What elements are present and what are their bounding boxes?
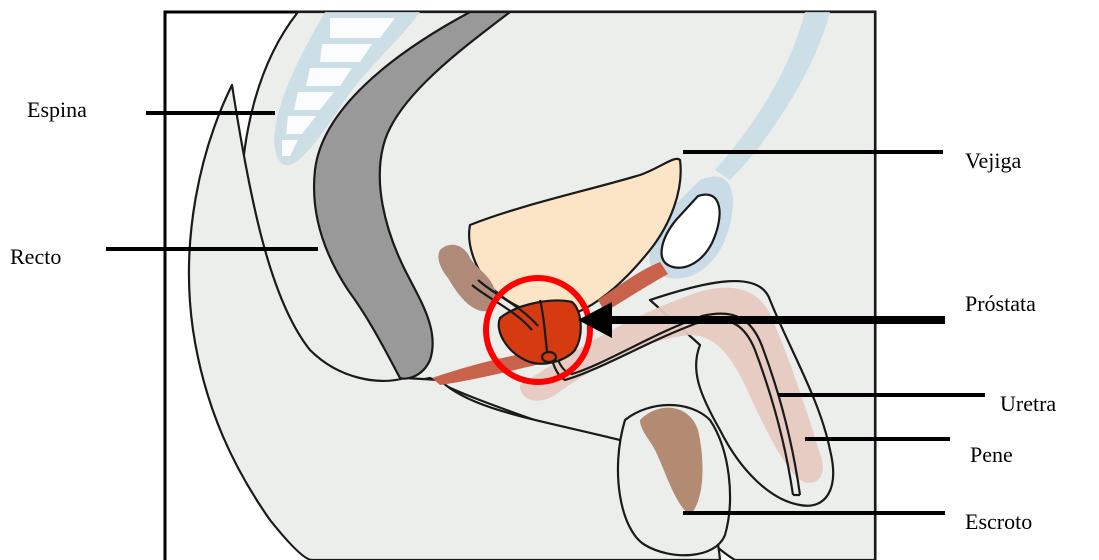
espina-label: Espina bbox=[27, 97, 87, 122]
vejiga-label: Vejiga bbox=[965, 148, 1021, 173]
prostata-label: Próstata bbox=[965, 291, 1036, 316]
uretra-label: Uretra bbox=[1000, 391, 1056, 416]
pene-label: Pene bbox=[970, 442, 1013, 467]
prostate-nub bbox=[542, 352, 556, 362]
escroto-label: Escroto bbox=[965, 509, 1032, 534]
recto-label: Recto bbox=[10, 244, 61, 269]
